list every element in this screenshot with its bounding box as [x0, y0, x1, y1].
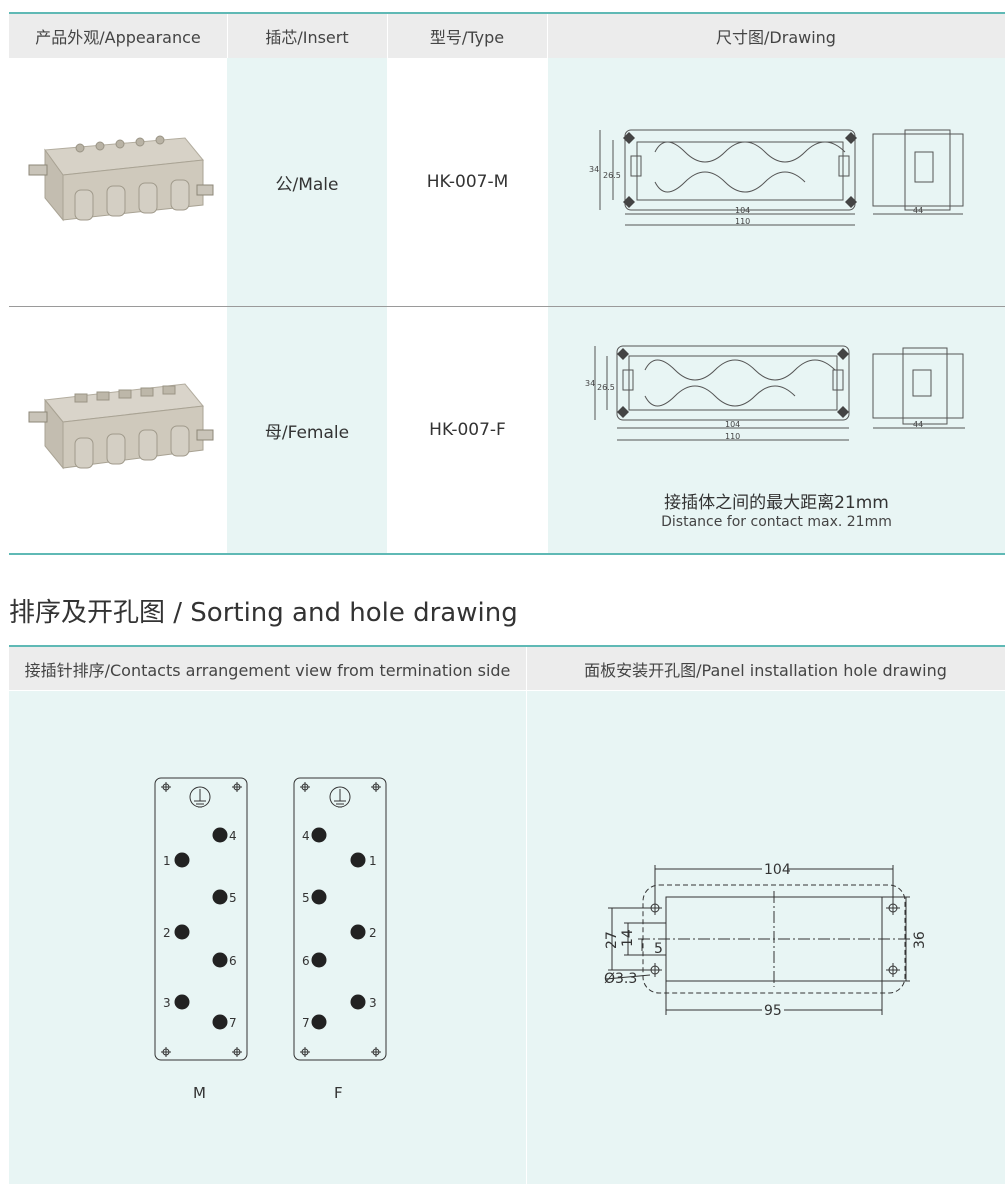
- male-label: M: [193, 1084, 206, 1102]
- panel-dim-95: 95: [764, 1003, 782, 1019]
- contact-distance-note-en: Distance for contact max. 21mm: [661, 514, 892, 530]
- panel-hole-diameter: Ø3.3: [604, 971, 637, 987]
- contact-distance-note-cn: 接插体之间的最大距离21mm: [664, 493, 889, 513]
- dim-44-female: 44: [913, 420, 923, 429]
- row2-insert: 母/Female: [264, 422, 350, 443]
- dim-110-male: 110: [735, 217, 750, 226]
- dim-265-female: 26.5: [597, 383, 615, 392]
- header-type: 型号/Type: [429, 28, 505, 47]
- panel-dim-5: 5: [654, 941, 663, 957]
- panel-area-bg: [527, 691, 1005, 1184]
- female-pin-6: 6: [302, 954, 310, 968]
- dim-104-male: 104: [735, 206, 750, 215]
- female-pin-3: 3: [369, 996, 377, 1010]
- product-image-female: [25, 370, 215, 480]
- dim-34-female: 34: [585, 379, 595, 388]
- male-pin-1: 1: [163, 854, 171, 868]
- row1-insert: 公/Male: [275, 174, 339, 195]
- female-pin-2: 2: [369, 926, 377, 940]
- dim-34-male: 34: [589, 165, 599, 174]
- table1-top-line: [9, 12, 1005, 14]
- dim-44-male: 44: [913, 206, 923, 215]
- drawing-male: 104 110 34 26.5 44: [585, 122, 975, 232]
- panel-dim-14: 14: [620, 929, 636, 947]
- row-divider: [9, 306, 1005, 307]
- male-pin-3: 3: [163, 996, 171, 1010]
- female-pin-7: 7: [302, 1016, 310, 1030]
- female-plate: 4 1 5 2 6 3 7 F: [293, 777, 387, 1102]
- table1-bottom-line: [9, 553, 1005, 555]
- male-pin-2: 2: [163, 926, 171, 940]
- row2-type: HK-007-F: [429, 420, 506, 440]
- dim-265-male: 26.5: [603, 171, 621, 180]
- row1-type: HK-007-M: [426, 172, 509, 192]
- female-label: F: [334, 1084, 343, 1102]
- header-appearance: 产品外观/Appearance: [35, 28, 201, 47]
- contacts-area-bg: [9, 691, 526, 1184]
- section-title: 排序及开孔图 / Sorting and hole drawing: [9, 598, 518, 628]
- female-pin-1: 1: [369, 854, 377, 868]
- table1-header: 产品外观/Appearance 插芯/Insert 型号/Type 尺寸图/Dr…: [9, 14, 1005, 58]
- header-drawing: 尺寸图/Drawing: [716, 28, 836, 47]
- header-insert: 插芯/Insert: [265, 28, 349, 47]
- header-panel: 面板安装开孔图/Panel installation hole drawing: [584, 660, 947, 680]
- drawing-column-bg: [548, 58, 1005, 553]
- panel-dim-27: 27: [604, 931, 620, 949]
- dim-110-female: 110: [725, 432, 740, 441]
- male-pin-5: 5: [229, 891, 237, 905]
- table2-header: 接插针排序/Contacts arrangement view from ter…: [9, 647, 1005, 690]
- panel-hole-drawing: 104 95 27 14 5 36 Ø3.3: [598, 855, 938, 1025]
- insert-column-bg: [227, 58, 387, 553]
- header-contacts: 接插针排序/Contacts arrangement view from ter…: [24, 660, 511, 680]
- table2-top-line: [9, 645, 1005, 647]
- male-pin-4: 4: [229, 829, 237, 843]
- female-pin-4: 4: [302, 829, 310, 843]
- dim-104-female: 104: [725, 420, 740, 429]
- female-pin-5: 5: [302, 891, 310, 905]
- male-pin-6: 6: [229, 954, 237, 968]
- drawing-female: 104 110 34 26.5 44: [585, 340, 975, 450]
- panel-dim-36: 36: [912, 931, 928, 949]
- male-plate: 4 1 5 2 6 3 7 M: [154, 777, 248, 1102]
- male-pin-7: 7: [229, 1016, 237, 1030]
- panel-dim-104: 104: [764, 862, 791, 878]
- product-image-male: [25, 120, 215, 230]
- contacts-arrangement: 4 1 5 2 6 3 7 M: [150, 775, 395, 1110]
